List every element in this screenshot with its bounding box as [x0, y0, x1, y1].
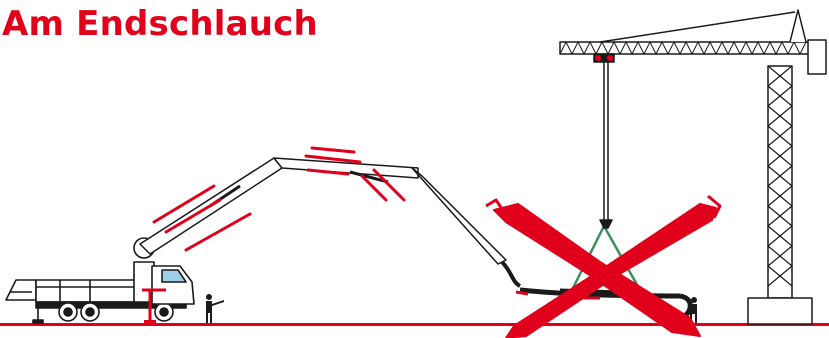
boom-motion-lines: [152, 146, 406, 252]
worker-icon: [206, 294, 224, 323]
tower-crane-icon: [559, 9, 827, 325]
ground-line: [0, 323, 829, 326]
page-title: Am Endschlauch: [2, 4, 318, 44]
prohibition-cross-icon: [485, 194, 722, 338]
concrete-pump-truck-icon: [5, 237, 195, 324]
pump-boom: [139, 157, 522, 288]
